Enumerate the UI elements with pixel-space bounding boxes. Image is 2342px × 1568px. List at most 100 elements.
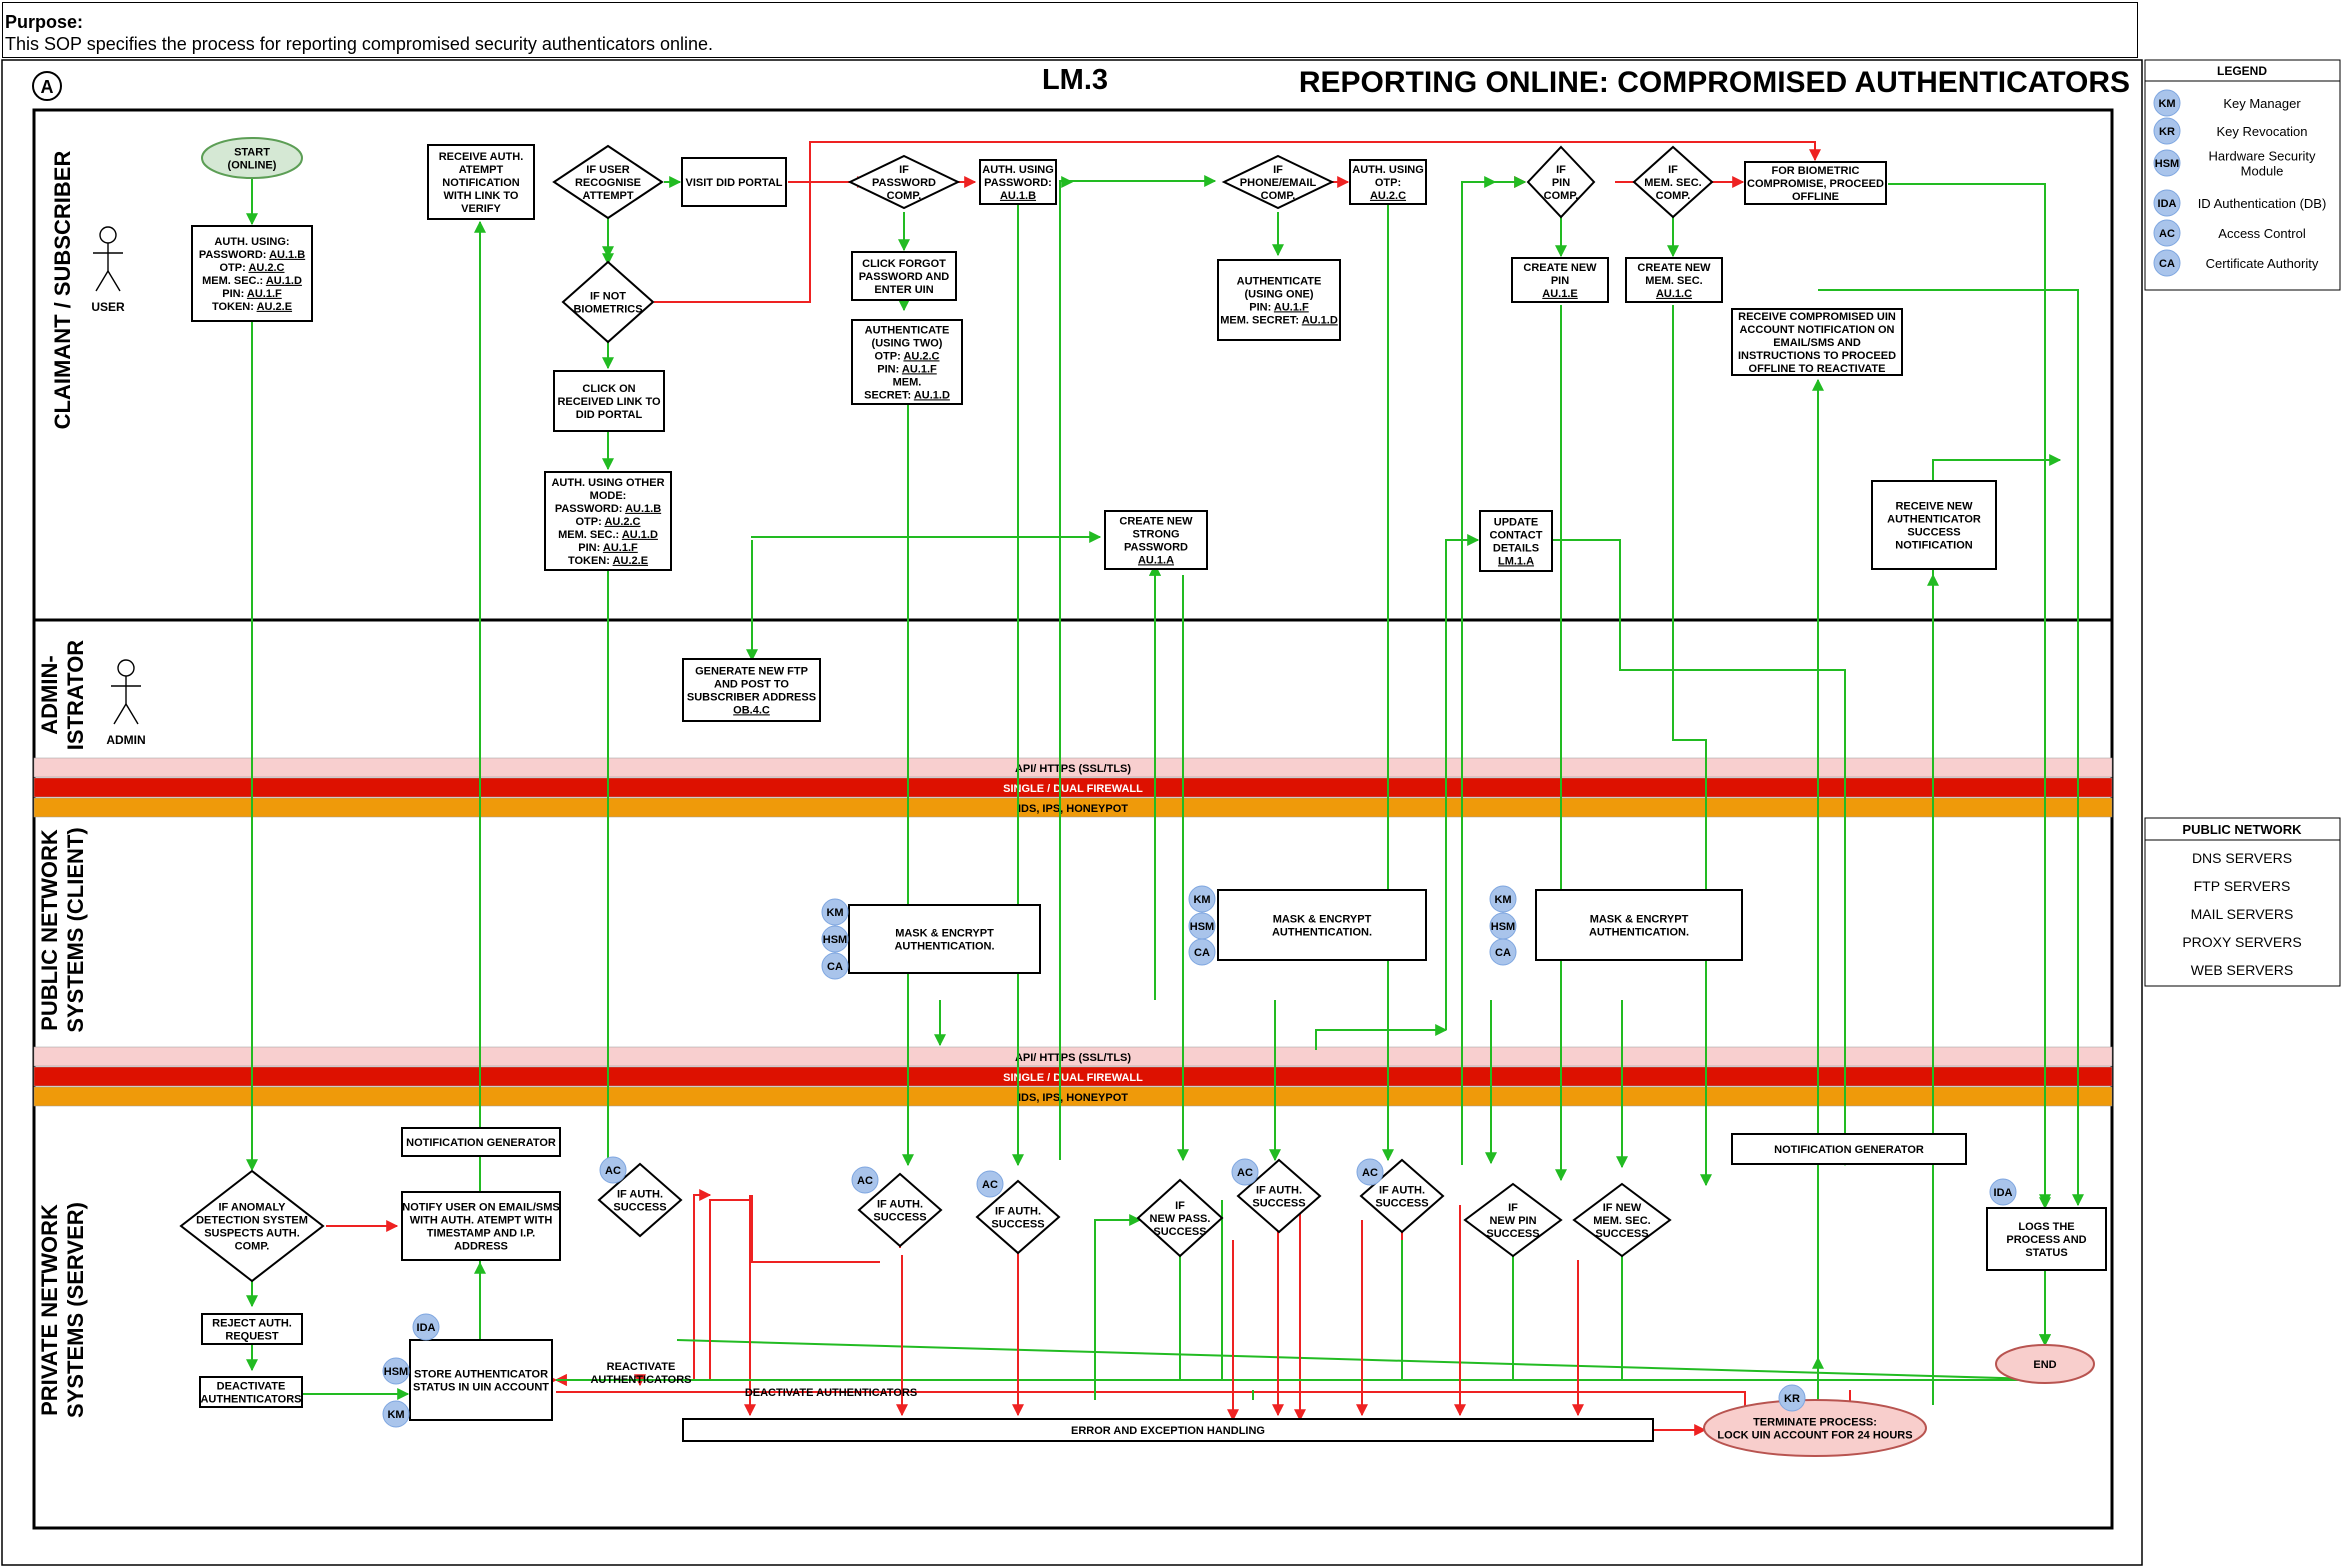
node-text: MASK & ENCRYPT [1590, 913, 1689, 925]
node-text: PHONE/EMAIL [1240, 177, 1317, 189]
hsm-badge-icon: HSM [1188, 912, 1216, 940]
badge-label: IDA [417, 1322, 436, 1334]
node-text: IF [1668, 164, 1678, 176]
legend-label: Key Manager [2223, 96, 2301, 111]
node-text: SUCCESS [1595, 1228, 1648, 1240]
node-text: STRONG [1132, 528, 1179, 540]
start-terminal: START(ONLINE) [201, 137, 303, 179]
legend-code: KM [2158, 98, 2175, 110]
node-text: SUCCESS [1907, 526, 1960, 538]
node-text: FOR BIOMETRIC [1772, 165, 1860, 177]
node-text: SUCCESS [991, 1218, 1044, 1230]
node-text: MEM. SEC. [1645, 275, 1702, 287]
node-text: RECEIVED LINK TO [557, 396, 661, 408]
node-text: COMP. [887, 190, 922, 202]
node-text: SUCCESS [613, 1201, 666, 1213]
node-text: PIN: AU.1.F [578, 542, 638, 554]
node-text: COMP. [1261, 190, 1296, 202]
legend-label: Access Control [2218, 226, 2306, 241]
flow-connector [751, 531, 1102, 543]
page-code: LM.3 [1041, 64, 1109, 96]
badge-label: AC [1237, 1167, 1253, 1179]
ida-badge-icon: IDA [412, 1313, 440, 1341]
node-text: CREATE NEW [1637, 262, 1711, 274]
node-text: PIN: AU.1.F [1249, 301, 1309, 313]
node-text: AUTHENTICATE [1237, 275, 1322, 287]
hsm-badge-icon: HSM [382, 1357, 410, 1385]
node-text: OFFLINE TO REACTIVATE [1749, 363, 1886, 375]
node-text: RECEIVE COMPROMISED UIN [1738, 311, 1896, 323]
flow-connector [1445, 534, 1480, 1030]
lane-label-admin: ADMIN- [37, 655, 62, 734]
node-text: MEM. SEC. [1593, 1215, 1650, 1227]
hsm-badge-icon: HSM [1489, 912, 1517, 940]
badge-label: AC [1362, 1167, 1378, 1179]
node-text: TOKEN: AU.2.E [568, 555, 648, 567]
node-text: DETAILS [1493, 542, 1539, 554]
node-text: AU.2.C [1370, 190, 1406, 202]
node-text: CREATE NEW [1523, 262, 1597, 274]
node-text: OB.4.C [733, 704, 770, 716]
public-network-item: MAIL SERVERS [2191, 906, 2294, 922]
flow-connector [1094, 1214, 1142, 1400]
node-text: MEM. SEC.: AU.1.D [558, 529, 658, 541]
legend-label: Certificate Authority [2206, 256, 2319, 271]
node-text: AUTHENTICATOR [1887, 513, 1981, 525]
node-text: OTP: [1375, 177, 1401, 189]
km-badge-icon: KM [382, 1400, 410, 1428]
node-text: AUTHENTICATION. [1272, 926, 1372, 938]
node-text: PIN: AU.1.F [877, 363, 937, 375]
node-text: ADDRESS [454, 1240, 508, 1252]
node-text: REJECT AUTH. [212, 1317, 292, 1329]
receive-success-box: RECEIVE NEWAUTHENTICATORSUCCESSNOTIFICAT… [1871, 480, 1997, 570]
node-text: TOKEN: AU.2.E [212, 301, 292, 313]
lane-label-public: SYSTEMS (CLIENT) [63, 827, 88, 1032]
diagram-title: REPORTING ONLINE: COMPROMISED AUTHENTICA… [1298, 66, 2130, 99]
node-text: PASSWORD: [984, 177, 1052, 189]
node-text: IF AUTH. [995, 1205, 1041, 1217]
ac-badge-icon: AC [599, 1156, 627, 1184]
node-text: IF [899, 164, 909, 176]
hsm-badge-icon: HSM [821, 925, 849, 953]
node-text: UPDATE [1494, 516, 1538, 528]
node-text: PASSWORD [872, 177, 936, 189]
node-text: EMAIL/SMS AND [1773, 337, 1861, 349]
node-text: PASSWORD AND [859, 271, 950, 283]
public-network-item: FTP SERVERS [2194, 878, 2291, 894]
node-text: NOTIFICATION [442, 177, 519, 189]
swimlane-frame [32, 108, 2114, 1530]
api-band [33, 1046, 2113, 1067]
node-text: COMP. [235, 1240, 270, 1252]
ac-legend-icon [2153, 219, 2181, 247]
node-text: SUSPECTS AUTH. [204, 1227, 300, 1239]
badge-label: CA [827, 961, 843, 973]
node-text: OTP: AU.2.C [875, 350, 940, 362]
public-network-item: PROXY SERVERS [2182, 934, 2301, 950]
legend-item: KM Key Manager [2153, 89, 2301, 117]
node-text: AUTHENTICATE [865, 324, 950, 336]
page-border [1, 59, 2143, 1566]
node-text: BIOMETRICS [573, 303, 642, 315]
node-text: RECEIVE NEW [1895, 500, 1973, 512]
ac-badge-icon: AC [1356, 1158, 1384, 1186]
firewall-band-label: SINGLE / DUAL FIREWALL [1003, 783, 1143, 795]
badge-label: HSM [1491, 921, 1515, 933]
km-legend-icon [2153, 89, 2181, 117]
if-auth3-decision: IF AUTH.SUCCESS [975, 1179, 1061, 1255]
admin-actor-icon-label: ADMIN [106, 733, 145, 747]
firewall-band-label: SINGLE / DUAL FIREWALL [1003, 1072, 1143, 1084]
error-box: ERROR AND EXCEPTION HANDLING [682, 1418, 1654, 1442]
